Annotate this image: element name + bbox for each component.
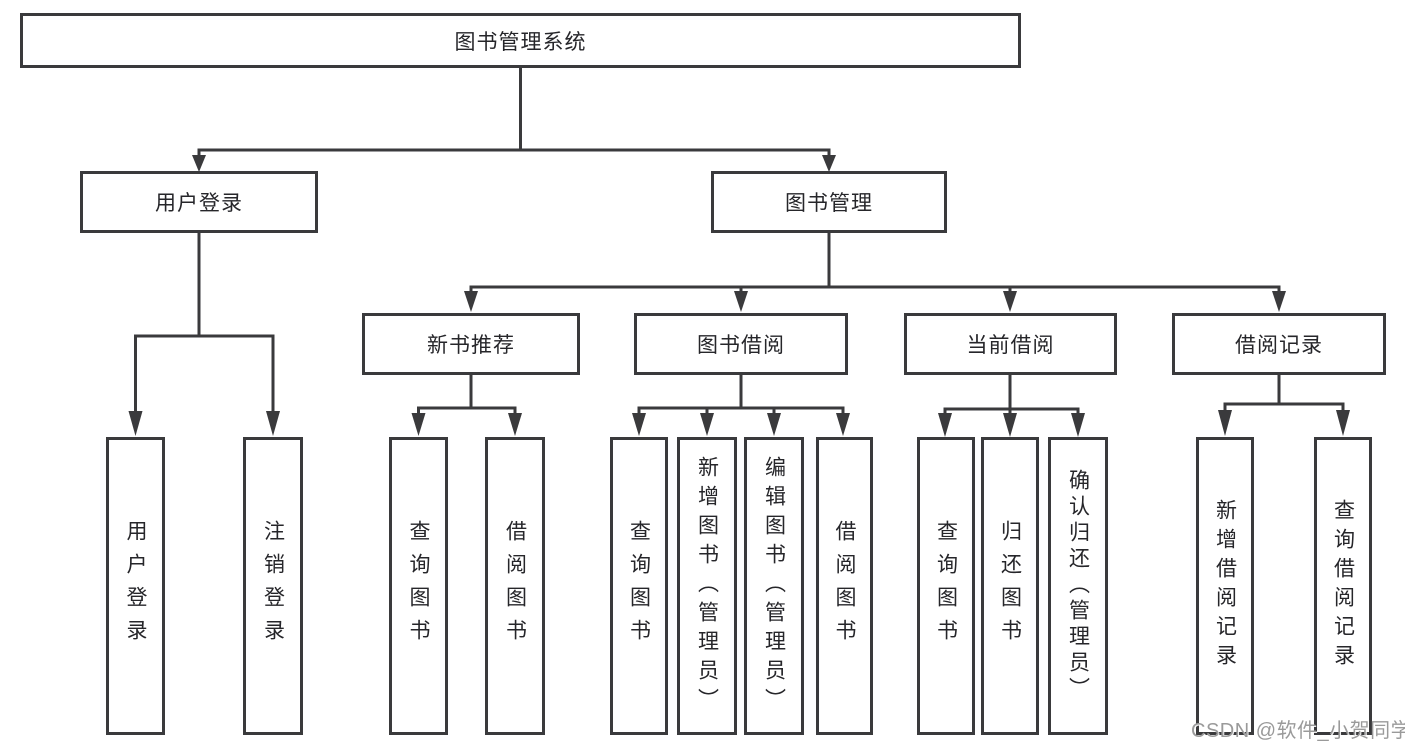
- arrow-down-icon: [1272, 291, 1286, 312]
- arrow-down-icon: [822, 155, 836, 172]
- node-label: 当前借阅: [966, 334, 1055, 357]
- node-label: 查询图书: [627, 520, 651, 652]
- node-label: 图书管理系统: [454, 30, 587, 54]
- leaf-add-book-admin: 新增图书（管理员）: [677, 437, 737, 735]
- leaf-borrow-books-recommend: 借阅图书: [485, 437, 545, 735]
- node-label: 查询图书: [934, 520, 958, 652]
- arrow-down-icon: [1336, 410, 1350, 436]
- node-borrowing-records: 借阅记录: [1172, 313, 1386, 375]
- leaf-borrow-books: 借阅图书: [816, 437, 873, 735]
- node-label: 用户登录: [155, 192, 243, 215]
- node-new-book-recommend: 新书推荐: [362, 313, 580, 375]
- leaf-confirm-return-admin: 确认归还（管理员）: [1048, 437, 1108, 735]
- arrow-down-icon: [1071, 413, 1085, 437]
- node-label: 新增借阅记录: [1213, 499, 1237, 673]
- arrow-down-icon: [700, 413, 714, 436]
- arrow-down-icon: [411, 413, 426, 436]
- node-book-management: 图书管理: [711, 171, 947, 233]
- node-label: 新增图书（管理员）: [695, 455, 719, 717]
- node-book-borrowing: 图书借阅: [634, 313, 848, 375]
- leaf-query-borrow-record: 查询借阅记录: [1314, 437, 1372, 735]
- arrow-down-icon: [836, 413, 850, 436]
- arrow-down-icon: [734, 291, 748, 312]
- node-label: 归还图书: [998, 520, 1022, 652]
- arrow-down-icon: [266, 411, 280, 436]
- node-label: 图书借阅: [697, 334, 785, 357]
- node-label: 借阅记录: [1235, 334, 1323, 357]
- leaf-query-books-recommend: 查询图书: [389, 437, 448, 735]
- node-label: 确认归还（管理员）: [1066, 469, 1090, 703]
- node-label: 用户登录: [124, 520, 147, 652]
- node-label: 查询借阅记录: [1331, 499, 1355, 673]
- leaf-query-books-current: 查询图书: [917, 437, 975, 735]
- arrow-down-icon: [508, 413, 522, 436]
- arrow-down-icon: [767, 413, 781, 436]
- node-label: 新书推荐: [427, 334, 515, 357]
- csdn-watermark: CSDN @软件_小贺同学: [1191, 720, 1405, 742]
- arrow-down-icon: [1218, 410, 1232, 436]
- arrow-down-icon: [632, 413, 646, 436]
- leaf-query-books-borrow: 查询图书: [610, 437, 668, 735]
- node-label: 查询图书: [407, 520, 430, 652]
- arrow-down-icon: [1003, 291, 1017, 312]
- leaf-edit-book-admin: 编辑图书（管理员）: [744, 437, 804, 735]
- leaf-add-borrow-record: 新增借阅记录: [1196, 437, 1254, 735]
- node-user-login: 用户登录: [80, 171, 318, 233]
- leaf-user-login: 用户登录: [106, 437, 165, 735]
- arrow-down-icon: [1003, 413, 1017, 437]
- leaf-return-books: 归还图书: [981, 437, 1039, 735]
- arrow-down-icon: [192, 155, 206, 172]
- node-label: 借阅图书: [503, 520, 527, 652]
- node-label: 图书管理: [785, 192, 873, 215]
- node-label: 注销登录: [261, 520, 285, 652]
- leaf-logout: 注销登录: [243, 437, 303, 735]
- arrow-down-icon: [464, 291, 478, 312]
- node-book-management-system: 图书管理系统: [20, 13, 1021, 68]
- node-label: 编辑图书（管理员）: [762, 455, 786, 717]
- arrow-down-icon: [938, 413, 952, 437]
- arrow-down-icon: [128, 411, 143, 436]
- node-label: 借阅图书: [833, 520, 856, 652]
- node-current-borrowing: 当前借阅: [904, 313, 1117, 375]
